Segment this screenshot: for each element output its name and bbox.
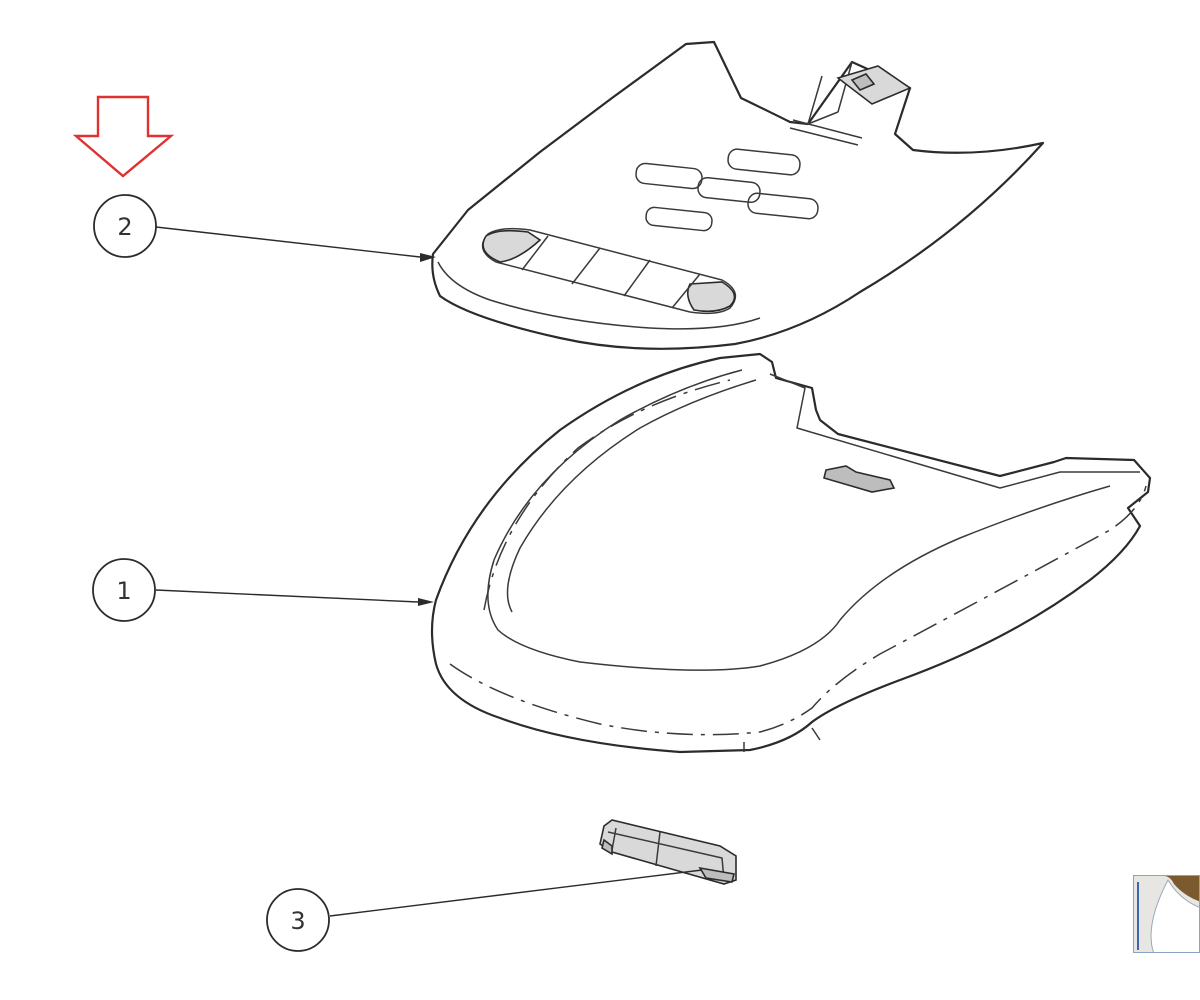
balloon-label-3: 3 bbox=[290, 907, 305, 935]
balloon-3: 3 bbox=[266, 888, 330, 952]
top-panel-part bbox=[431, 40, 1045, 350]
leader-lines bbox=[155, 226, 703, 917]
photo-thumbnail-icon bbox=[1133, 875, 1200, 953]
down-arrow-icon bbox=[72, 95, 175, 178]
balloon-2: 2 bbox=[93, 194, 157, 258]
balloon-1: 1 bbox=[92, 558, 156, 622]
clip-part bbox=[599, 819, 737, 885]
balloon-label-2: 2 bbox=[117, 213, 132, 241]
housing-part bbox=[430, 352, 1152, 754]
balloon-label-1: 1 bbox=[116, 577, 131, 605]
